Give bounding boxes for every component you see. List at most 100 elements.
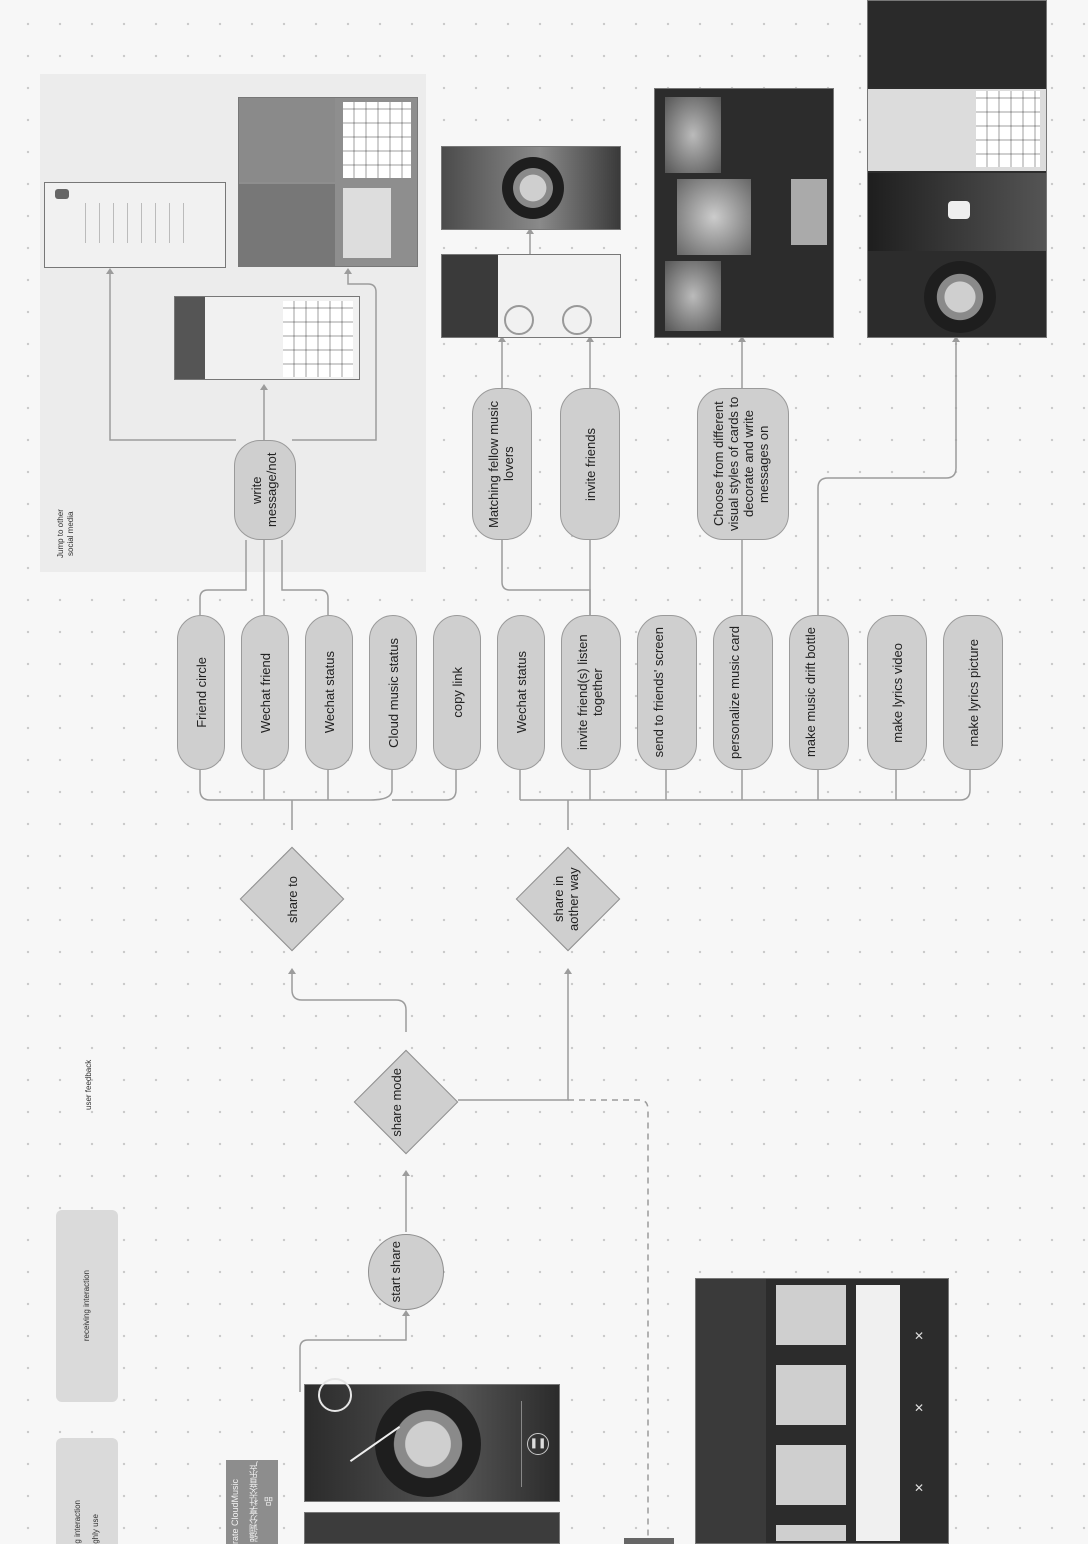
invite-highlight[interactable] <box>562 305 592 335</box>
option-label: Cloud music status <box>385 637 401 748</box>
jump-to-social-label: Jump to other social media <box>56 509 75 559</box>
card-style-3[interactable] <box>665 261 721 331</box>
card-style-2[interactable] <box>677 179 751 255</box>
option-lyrics-video[interactable]: make lyrics video <box>867 615 927 770</box>
option-cloud-music-status[interactable]: Cloud music status <box>369 615 417 770</box>
share-icon-highlight[interactable] <box>318 1378 352 1412</box>
receiving-interaction-card: receiving interaction <box>56 1210 118 1402</box>
arrow-3 <box>288 968 296 974</box>
matching-node[interactable]: Matching fellow music lovers <box>472 388 532 540</box>
lyrics-card-row <box>776 1285 846 1541</box>
option-label: Friend circle <box>193 657 209 728</box>
line-drift-up <box>817 338 957 615</box>
close-icon[interactable]: ✕ <box>914 1401 925 1415</box>
bottom-connector-block <box>624 1538 674 1544</box>
arrow-10 <box>738 336 746 342</box>
thumb-card <box>343 188 391 258</box>
close-icon[interactable]: ✕ <box>914 1329 925 1343</box>
share-another-label-wrap: share in aother way <box>531 862 605 936</box>
option-label: make lyrics video <box>889 642 905 743</box>
arrow-5 <box>106 268 114 274</box>
vinyl-disc-icon <box>924 261 996 333</box>
keyboard[interactable] <box>976 91 1040 167</box>
option-invite-listen[interactable]: invite friend(s) listen together <box>561 615 621 770</box>
line-options-to-write <box>199 540 329 615</box>
cloudmusic-note-line2: 强调分享社交音乐产品 <box>248 1461 274 1543</box>
option-label: Wechat status <box>513 651 529 734</box>
photo-thumb <box>175 297 205 379</box>
player-screenshot-2 <box>304 1512 560 1544</box>
card-style-1[interactable] <box>665 97 721 173</box>
option-label: make lyrics picture <box>965 638 981 747</box>
line-shareto-bus <box>199 770 457 830</box>
share-button[interactable] <box>55 189 69 199</box>
bottle-panel-top <box>868 1 1046 87</box>
play-controls <box>521 1401 544 1487</box>
social-share-screenshot <box>44 182 226 268</box>
line-mode-dashed <box>568 1099 649 1544</box>
drift-bottle-screenshot <box>867 0 1047 338</box>
choose-cards-label: Choose from different visual styles of c… <box>711 396 771 532</box>
start-share-label: start share <box>388 1241 403 1303</box>
option-personalize-card[interactable]: personalize music card <box>713 615 773 770</box>
option-send-screen[interactable]: send to friends' screen <box>637 615 697 770</box>
write-message-node[interactable]: write message/not <box>234 440 296 540</box>
choose-cards-node[interactable]: Choose from different visual styles of c… <box>697 388 789 540</box>
poster-card <box>239 98 335 182</box>
cloudmusic-note-line1: rate CloudMusic <box>229 1478 240 1544</box>
vinyl-disc-icon <box>375 1391 481 1497</box>
arrow-2 <box>402 1170 410 1176</box>
interaction-label: g interaction <box>73 1500 82 1544</box>
invite-friends-label: invite friends <box>582 427 598 501</box>
share-mode-label: share mode <box>389 1067 404 1137</box>
arrow-1 <box>402 1310 410 1316</box>
keyboard[interactable] <box>343 102 411 178</box>
option-friend-circle[interactable]: Friend circle <box>177 615 225 770</box>
option-copy-link[interactable]: copy link <box>433 615 481 770</box>
invite-screenshot <box>441 254 621 338</box>
start-share-node[interactable]: start share <box>368 1234 444 1310</box>
highly-use-card: g interaction ghly use <box>56 1438 118 1544</box>
close-icon[interactable]: ✕ <box>914 1481 925 1495</box>
pause-button[interactable]: ❚❚ <box>527 1433 549 1455</box>
keyboard[interactable] <box>283 301 353 377</box>
line-another-bus <box>519 770 971 830</box>
matching-player-screenshot <box>441 146 621 230</box>
vinyl-disc-icon <box>502 157 564 219</box>
bottle-icon[interactable] <box>948 201 970 219</box>
lyrics-strip-1 <box>696 1279 766 1543</box>
receiving-interaction-label: receiving interaction <box>82 1270 91 1342</box>
arrow-8 <box>498 336 506 342</box>
share-to-label: share to <box>284 875 300 923</box>
match-highlight[interactable] <box>504 305 534 335</box>
line-invite-to-match <box>501 540 591 615</box>
option-wechat-friend[interactable]: Wechat friend <box>241 615 289 770</box>
cloudmusic-note: rate CloudMusic 强调分享社交音乐产品 <box>226 1460 278 1544</box>
option-lyrics-picture[interactable]: make lyrics picture <box>943 615 1003 770</box>
user-feedback-label: user feedback <box>84 1059 93 1111</box>
card-thumb-strip <box>791 179 827 245</box>
share-mode-label-wrap: share mode <box>369 1065 443 1139</box>
highly-use-label: ghly use <box>91 1514 100 1544</box>
option-wechat-status-2[interactable]: Wechat status <box>497 615 545 770</box>
line-mode-to-shareto <box>291 970 407 1032</box>
message-editor-screenshot <box>238 97 418 267</box>
option-label: Wechat friend <box>257 652 273 733</box>
option-label: make music drift bottle <box>803 627 818 758</box>
line-write-branches <box>109 270 377 441</box>
invite-friends-node[interactable]: invite friends <box>560 388 620 540</box>
matching-label: Matching fellow music lovers <box>486 400 516 528</box>
option-drift-bottle[interactable]: make music drift bottle <box>789 615 849 770</box>
arrow-9 <box>586 336 594 342</box>
player-half <box>442 255 498 337</box>
share-to-label-wrap: share to <box>255 862 329 936</box>
option-wechat-status[interactable]: Wechat status <box>305 615 353 770</box>
write-message-label: write message/not <box>249 452 279 528</box>
keyboard-screenshot <box>174 296 360 380</box>
option-label: personalize music card <box>727 626 742 759</box>
option-label: copy link <box>449 667 465 718</box>
text-lines <box>85 203 195 243</box>
option-label: Wechat status <box>321 651 337 734</box>
option-label: invite friend(s) listen together <box>575 634 605 751</box>
